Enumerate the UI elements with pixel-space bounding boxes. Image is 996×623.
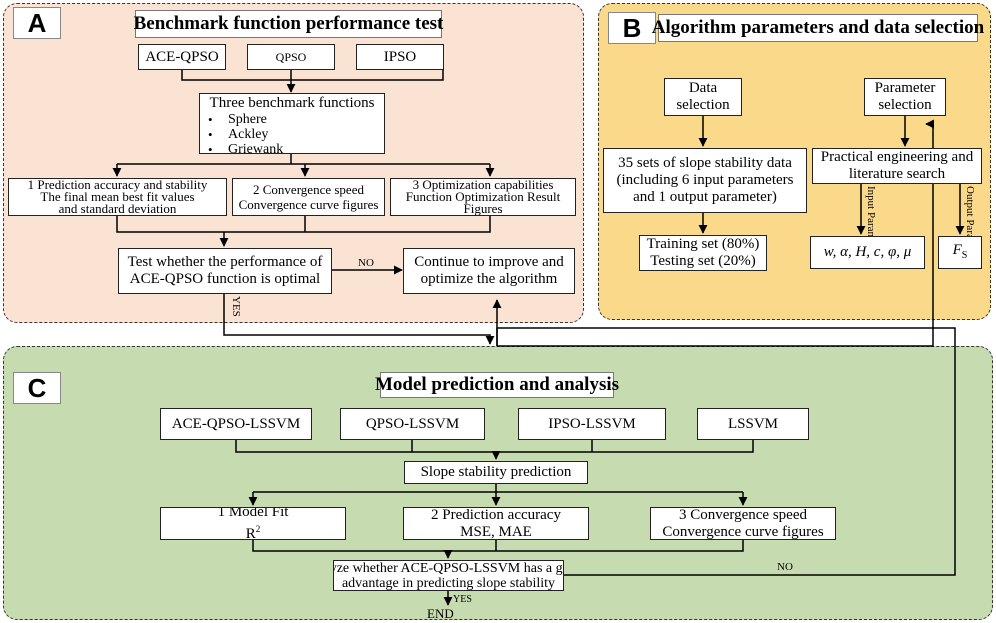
training-testing-box: Training set (80%) Testing set (20%)	[639, 235, 767, 271]
benchmark-heading: Three benchmark functions	[209, 95, 375, 111]
output-parameter-symbol: FS	[953, 242, 968, 264]
panel-a-badge: A	[13, 7, 61, 39]
engineering-search-box: Practical engineering and literature sea…	[812, 148, 982, 184]
model-label: QPSO-LSSVM	[365, 415, 460, 432]
improve-line: Continue to improve and	[414, 254, 564, 270]
improve-algorithm-box: Continue to improve and optimize the alg…	[403, 248, 575, 294]
input-parameters-box: w, α, H, c, φ, μ	[810, 236, 925, 269]
metric-detail: and standard deviation	[58, 201, 177, 216]
input-parameters-list: w, α, H, c, φ, μ	[823, 244, 912, 260]
algo-label: ACE-QPSO	[145, 48, 219, 65]
output-label-line: Output	[964, 186, 976, 217]
algo-box-ipso: IPSO	[356, 44, 444, 70]
algo-label: QPSO	[275, 49, 307, 64]
data-selection-box: Data selection	[664, 78, 742, 116]
metric-title: 3 Optimization capabilities	[412, 178, 554, 192]
metric-title: 2 Convergence speed	[253, 182, 364, 197]
box-line: Data	[688, 80, 718, 96]
benchmark-item: Ackley	[204, 127, 283, 142]
box-line: Testing set (20%)	[650, 253, 756, 269]
model-label: ACE-QPSO-LSSVM	[171, 415, 301, 432]
metric-detail: Figures	[463, 201, 503, 216]
panel-c-title: Model prediction and analysis	[375, 372, 619, 398]
input-label-line: Input	[865, 186, 877, 210]
box-line: Training set (80%)	[646, 236, 760, 252]
r-letter: R	[245, 526, 256, 540]
analyze-line: Analyze whether ACE-QPSO-LSSVM has a gre…	[334, 560, 563, 576]
no-label: NO	[358, 257, 374, 269]
model-label: LSSVM	[727, 415, 779, 432]
model-box-lssvm: LSSVM	[697, 408, 809, 440]
yes-label: YES	[230, 296, 242, 317]
r-superscript: 2	[255, 524, 261, 534]
box-line: literature search	[848, 166, 946, 182]
c-metric-box-fit: 1 Model Fit R2	[160, 507, 346, 540]
metric-title: 1 Prediction accuracy and stability	[27, 178, 208, 192]
analyze-line: advantage in predicting slope stability	[341, 575, 556, 591]
box-line: (including 6 input parameters	[616, 172, 794, 188]
test-optimal-box: Test whether the performance of ACE-QPSO…	[118, 248, 332, 294]
fs-letter: F	[952, 241, 962, 258]
test-line: Test whether the performance of	[127, 254, 323, 270]
slope-data-box: 35 sets of slope stability data (includi…	[603, 148, 807, 213]
output-parameter-box: FS	[938, 236, 982, 269]
benchmark-item: Griewank	[204, 142, 283, 153]
test-line: ACE-QPSO function is optimal	[129, 271, 321, 287]
c-metric-box-convergence: 3 Convergence speed Convergence curve fi…	[650, 507, 836, 540]
analyze-advantage-box: Analyze whether ACE-QPSO-LSSVM has a gre…	[333, 560, 564, 591]
metric-box-optimization: 3 Optimization capabilities Function Opt…	[390, 178, 576, 216]
algo-label: IPSO	[383, 48, 417, 65]
metric-detail: Convergence curve figures	[238, 197, 379, 212]
metric-detail: Convergence curve figures	[662, 523, 824, 540]
benchmark-item: Sphere	[204, 112, 283, 127]
parameter-selection-box: Parameter selection	[864, 78, 946, 116]
c-yes-label: YES	[453, 594, 472, 605]
panel-b-title: Algorithm parameters and data selection	[652, 14, 984, 42]
algo-box-qpso: QPSO	[247, 44, 335, 70]
panel-a-title: Benchmark function performance test	[134, 10, 443, 38]
c-no-label: NO	[777, 561, 793, 573]
metric-title: 3 Convergence speed	[678, 507, 807, 523]
box-line: Parameter	[874, 80, 936, 96]
metric-detail: The final mean best fit values	[40, 189, 195, 204]
improve-line: optimize the algorithm	[420, 271, 558, 287]
model-box-ipso-lssvm: IPSO-LSSVM	[518, 408, 666, 440]
end-label: END	[427, 606, 454, 621]
slope-prediction-box: Slope stability prediction	[404, 461, 588, 484]
box-line: selection	[878, 97, 932, 113]
metric-title: 1 Model Fit	[217, 507, 289, 520]
fs-subscript: S	[961, 249, 968, 261]
metric-detail: R2	[245, 521, 261, 540]
box-line: Practical engineering and	[820, 149, 974, 165]
prediction-label: Slope stability prediction	[420, 464, 572, 480]
algo-box-ace-qpso: ACE-QPSO	[138, 44, 226, 70]
metric-box-accuracy: 1 Prediction accuracy and stability The …	[8, 178, 227, 216]
box-line: 35 sets of slope stability data	[618, 155, 792, 171]
model-box-qpso-lssvm: QPSO-LSSVM	[340, 408, 485, 440]
metric-detail: Function Optimization Result	[405, 189, 561, 204]
metric-box-convergence: 2 Convergence speed Convergence curve fi…	[232, 178, 385, 216]
benchmark-list: Sphere Ackley Griewank	[204, 112, 283, 153]
metric-detail: MSE, MAE	[460, 523, 532, 540]
model-label: IPSO-LSSVM	[548, 415, 636, 432]
c-metric-box-accuracy: 2 Prediction accuracy MSE, MAE	[403, 507, 589, 540]
panel-b-badge: B	[608, 12, 656, 44]
box-line: and 1 output parameter)	[633, 189, 777, 205]
model-box-ace-qpso-lssvm: ACE-QPSO-LSSVM	[160, 408, 312, 440]
box-line: selection	[676, 97, 730, 113]
benchmark-functions-box: Three benchmark functions Sphere Ackley …	[199, 93, 385, 154]
panel-c-badge: C	[13, 372, 61, 404]
metric-title: 2 Prediction accuracy	[431, 507, 561, 523]
